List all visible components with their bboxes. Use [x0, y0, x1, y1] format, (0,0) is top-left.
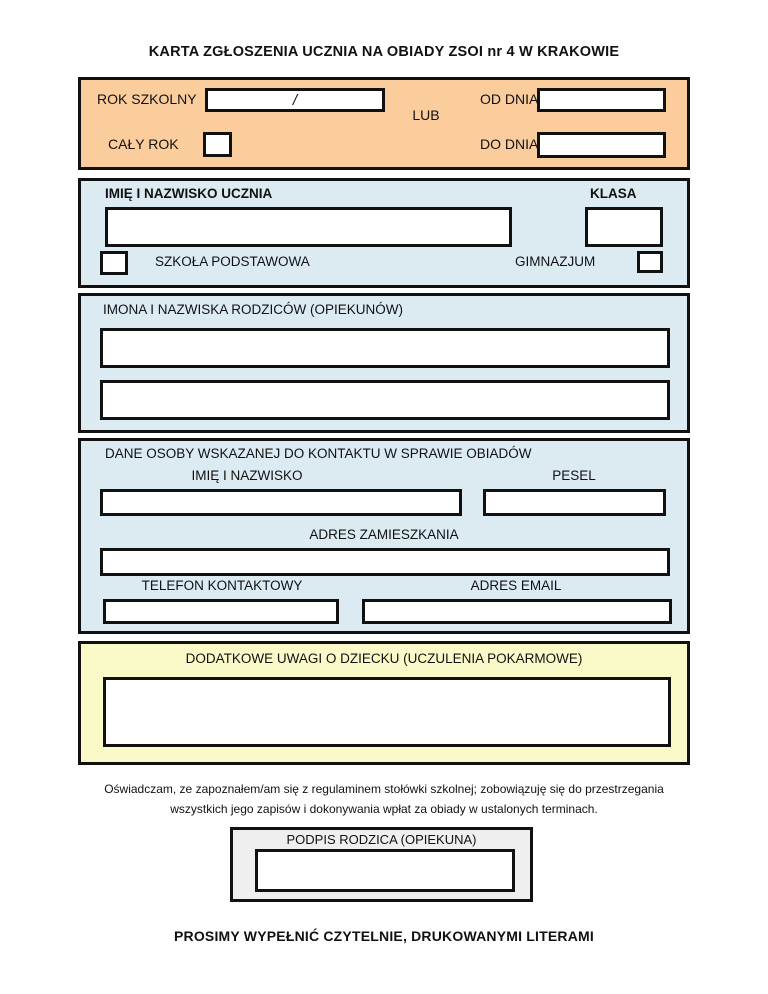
parent2-name-input[interactable]	[100, 380, 670, 420]
contact-header: DANE OSOBY WSKAZANEJ DO KONTAKTU W SPRAW…	[105, 446, 532, 461]
signature-input[interactable]	[255, 849, 515, 892]
contact-name-input[interactable]	[100, 489, 462, 516]
contact-phone-input[interactable]	[103, 599, 339, 624]
parents-header: IMONA I NAZWISKA RODZICÓW (OPIEKUNÓW)	[103, 302, 404, 317]
parent1-name-input[interactable]	[100, 328, 670, 368]
school-year-label: ROK SZKOLNY	[97, 91, 197, 107]
parents-section: IMONA I NAZWISKA RODZICÓW (OPIEKUNÓW)	[78, 293, 690, 433]
form-title: KARTA ZGŁOSZENIA UCZNIA NA OBIADY ZSOI n…	[148, 44, 620, 60]
student-name-header: IMIĘ I NAZWISKO UCZNIA	[105, 186, 273, 201]
declaration-text: Oświadczam, ze zapoznałem/am się z regul…	[104, 782, 664, 816]
school-year-value: /	[292, 91, 298, 109]
contact-name-label: IMIĘ I NAZWISKO	[191, 468, 303, 483]
from-date-input[interactable]	[537, 88, 666, 112]
school-year-input[interactable]: /	[205, 88, 385, 112]
middle-school-checkbox[interactable]	[637, 251, 663, 273]
from-date-label: OD DNIA:	[480, 91, 543, 107]
footer-note: PROSIMY WYPEŁNIĆ CZYTELNIE, DRUKOWANYMI …	[173, 928, 595, 944]
full-year-label: CAŁY ROK	[108, 136, 179, 152]
primary-school-checkbox[interactable]	[100, 251, 128, 275]
primary-school-label: SZKOŁA PODSTAWOWA	[155, 254, 310, 269]
contact-pesel-label: PESEL	[552, 468, 596, 483]
contact-section: DANE OSOBY WSKAZANEJ DO KONTAKTU W SPRAW…	[78, 438, 690, 634]
to-date-label: DO DNIA:	[480, 136, 543, 152]
class-input[interactable]	[585, 207, 663, 247]
notes-section: DODATKOWE UWAGI O DZIECKU (UCZULENIA POK…	[78, 641, 690, 765]
contact-email-label: ADRES EMAIL	[470, 578, 562, 593]
contact-address-label: ADRES ZAMIESZKANIA	[309, 527, 459, 542]
period-section: ROK SZKOLNY / OD DNIA: LUB CAŁY ROK DO D…	[78, 77, 690, 170]
signature-section: PODPIS RODZICA (OPIEKUNA)	[230, 827, 533, 902]
contact-pesel-input[interactable]	[483, 489, 666, 516]
full-year-checkbox[interactable]	[203, 132, 232, 157]
or-label: LUB	[412, 107, 440, 123]
class-header: KLASA	[590, 186, 637, 201]
middle-school-label: GIMNAZJUM	[515, 254, 596, 269]
student-name-input[interactable]	[105, 207, 512, 247]
notes-header: DODATKOWE UWAGI O DZIECKU (UCZULENIA POK…	[185, 651, 583, 666]
notes-input[interactable]	[103, 677, 671, 747]
student-section: IMIĘ I NAZWISKO UCZNIA KLASA SZKOŁA PODS…	[78, 178, 690, 288]
contact-address-input[interactable]	[100, 548, 670, 576]
contact-phone-label: TELEFON KONTAKTOWY	[141, 578, 303, 593]
to-date-input[interactable]	[537, 132, 666, 158]
contact-email-input[interactable]	[362, 599, 672, 624]
signature-header: PODPIS RODZICA (OPIEKUNA)	[286, 832, 477, 847]
